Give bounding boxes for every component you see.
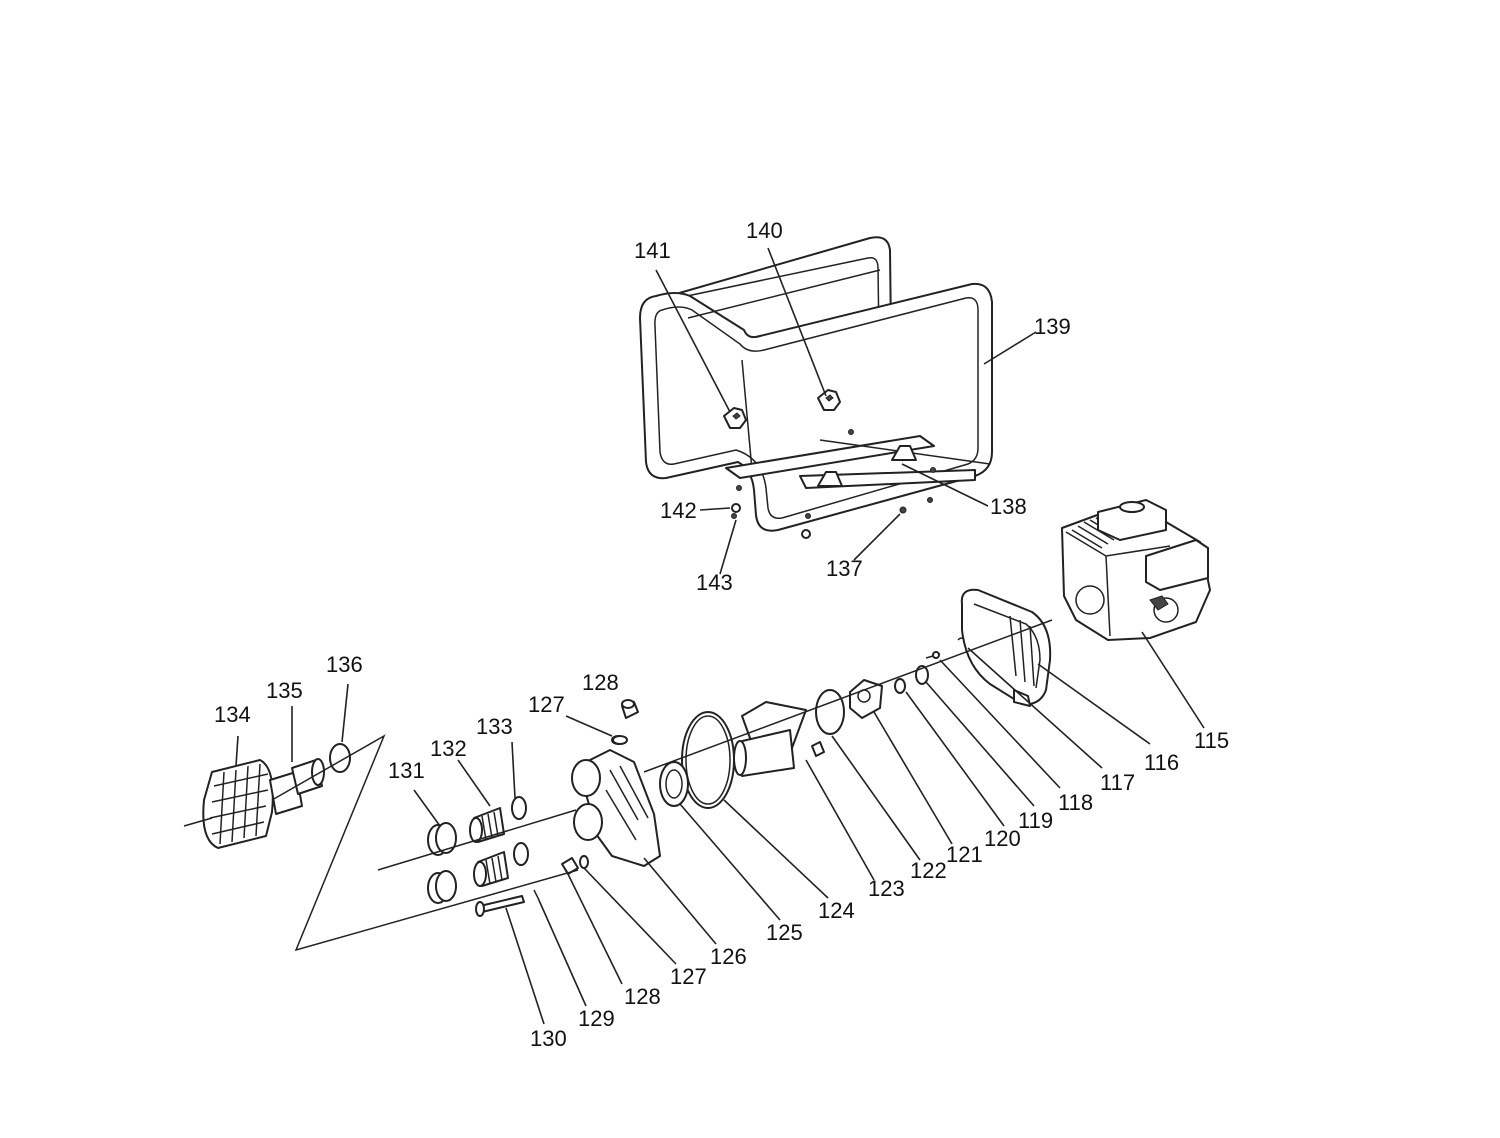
pin-part-129 bbox=[533, 889, 539, 899]
callout-labels: 115 116 117 118 119 120 121 122 123 124 … bbox=[214, 218, 1229, 1051]
callout-123: 123 bbox=[868, 876, 905, 901]
leader-140 bbox=[767, 247, 827, 397]
leader-127-top bbox=[565, 715, 613, 737]
leader-132 bbox=[457, 759, 491, 807]
leader-127-bottom bbox=[583, 867, 677, 965]
callout-120: 120 bbox=[984, 826, 1021, 851]
engine-part-115 bbox=[1061, 499, 1211, 641]
strainer-part-134 bbox=[202, 759, 274, 849]
leader-121 bbox=[873, 711, 953, 845]
callout-129: 129 bbox=[578, 1006, 615, 1031]
callout-134: 134 bbox=[214, 702, 251, 727]
washer-part-120 bbox=[894, 678, 906, 694]
washer-part-142 bbox=[731, 503, 741, 513]
oring-part-127-top bbox=[612, 735, 628, 745]
leader-142 bbox=[699, 507, 731, 511]
key-part-117 bbox=[957, 637, 965, 641]
oring-inner-124 bbox=[685, 715, 731, 805]
callout-142: 142 bbox=[660, 498, 697, 523]
plate-inner-125 bbox=[665, 769, 683, 799]
leader-131 bbox=[413, 789, 441, 827]
callout-131: 131 bbox=[388, 758, 425, 783]
callout-118: 118 bbox=[1058, 790, 1093, 815]
leader-118 bbox=[939, 659, 1061, 789]
casing-part-126 bbox=[571, 735, 661, 867]
callout-140: 140 bbox=[746, 218, 783, 243]
leader-133 bbox=[511, 741, 516, 799]
leader-128-bottom bbox=[565, 869, 623, 985]
oring-part-122 bbox=[815, 689, 845, 735]
leader-120 bbox=[905, 691, 1005, 827]
callout-122: 122 bbox=[910, 858, 947, 883]
leader-137 bbox=[853, 513, 901, 561]
leader-136 bbox=[341, 683, 349, 743]
callout-137: 137 bbox=[826, 556, 863, 581]
oring-part-127-bottom bbox=[579, 855, 589, 869]
callout-127-top: 127 bbox=[528, 692, 565, 717]
handle-part-141 bbox=[723, 407, 747, 429]
seal-part-119 bbox=[915, 665, 929, 685]
callout-136: 136 bbox=[326, 652, 363, 677]
callout-141: 141 bbox=[634, 238, 671, 263]
plug-part-128-top bbox=[621, 699, 639, 719]
leader-141 bbox=[655, 269, 731, 413]
rod-part-130 bbox=[475, 895, 525, 917]
callout-135: 135 bbox=[266, 678, 303, 703]
frame-part-139 bbox=[639, 236, 993, 532]
nut-part-131-top bbox=[427, 822, 457, 856]
callout-116: 116 bbox=[1144, 750, 1179, 775]
leader-139 bbox=[983, 331, 1037, 365]
callout-139: 139 bbox=[1034, 314, 1071, 339]
callout-119: 119 bbox=[1018, 808, 1053, 833]
callout-143: 143 bbox=[696, 570, 733, 595]
callout-126: 126 bbox=[710, 944, 747, 969]
leader-123 bbox=[805, 759, 875, 881]
plate-part-125 bbox=[659, 761, 689, 807]
adaptor-part-135 bbox=[269, 758, 325, 815]
seal-part-133-top bbox=[511, 796, 527, 820]
callout-130: 130 bbox=[530, 1026, 567, 1051]
callout-127-bottom: 127 bbox=[670, 964, 707, 989]
bolt-part-143 bbox=[731, 513, 737, 519]
leader-124 bbox=[723, 799, 829, 899]
leader-143 bbox=[719, 519, 737, 575]
leader-126 bbox=[643, 857, 717, 945]
leader-119 bbox=[925, 681, 1035, 807]
seal-part-133-bottom bbox=[513, 842, 529, 866]
volute-part-123 bbox=[733, 701, 825, 777]
callout-117: 117 bbox=[1100, 770, 1135, 795]
callout-125: 125 bbox=[766, 920, 803, 945]
nut-part-137 bbox=[899, 506, 907, 514]
callout-138: 138 bbox=[990, 494, 1027, 519]
callout-133: 133 bbox=[476, 714, 513, 739]
callout-132: 132 bbox=[430, 736, 467, 761]
leader-117 bbox=[967, 647, 1103, 769]
washer-part-138-hw bbox=[801, 529, 811, 539]
leader-115 bbox=[1141, 631, 1205, 729]
leader-125 bbox=[679, 803, 781, 921]
leader-116 bbox=[1037, 663, 1151, 745]
handle-part-140 bbox=[817, 389, 841, 411]
nipple-part-132-bottom bbox=[473, 851, 509, 887]
leader-122 bbox=[831, 735, 921, 861]
callout-115: 115 bbox=[1194, 728, 1229, 753]
leader-129 bbox=[537, 897, 587, 1007]
housing-part-116 bbox=[960, 588, 1052, 707]
bolt-part-118 bbox=[925, 651, 941, 659]
callout-121: 121 bbox=[946, 842, 983, 867]
callout-128-top: 128 bbox=[582, 670, 619, 695]
clamp-part-136 bbox=[329, 743, 351, 773]
callout-128-bottom: 128 bbox=[624, 984, 661, 1009]
callout-124: 124 bbox=[818, 898, 855, 923]
oring-part-124 bbox=[681, 711, 735, 809]
leader-134 bbox=[235, 735, 239, 767]
leader-130 bbox=[505, 907, 545, 1025]
assembly-axis-lines bbox=[183, 619, 1053, 952]
nut-part-131-bottom bbox=[427, 870, 457, 904]
leader-138 bbox=[901, 463, 989, 507]
